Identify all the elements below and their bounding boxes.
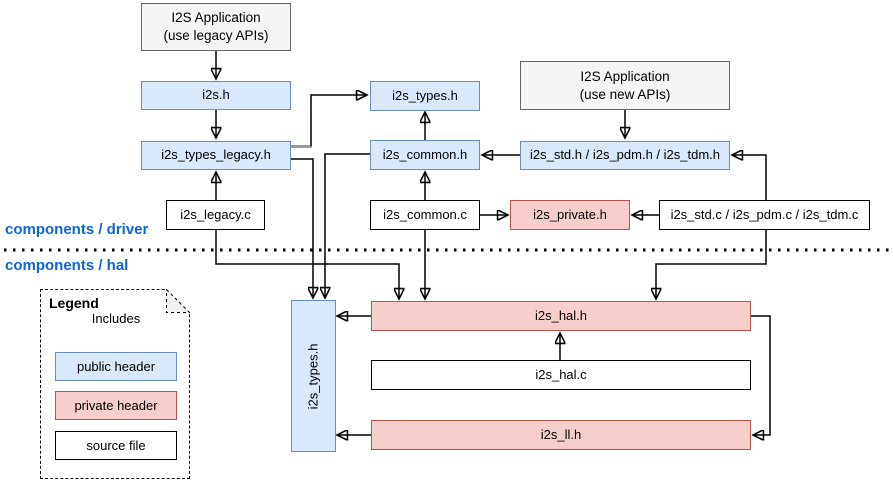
node-i2s-common-c: i2s_common.c: [370, 200, 480, 230]
edge-i2s-types-legacy-h-to-hal-i2s-types-h: [290, 158, 313, 297]
legend-item-source-file: source file: [55, 431, 177, 460]
node-i2s-common-h: i2s_common.h: [370, 140, 480, 170]
edge-i2s-common-h-to-hal-i2s-types-h: [325, 153, 370, 297]
node-i2s-types-h: i2s_types.h: [370, 81, 480, 111]
node-i2s-std-pdm-tdm-h: i2s_std.h / i2s_pdm.h / i2s_tdm.h: [520, 141, 730, 170]
hal-i2s-types-h-label: i2s_types.h: [305, 343, 321, 409]
node-i2s-hal-h: i2s_hal.h: [371, 301, 751, 331]
section-label-driver: components / driver: [5, 221, 149, 238]
node-app-new: I2S Application (use new APIs): [520, 61, 730, 110]
legend: Legend Includes public header private he…: [40, 289, 190, 479]
node-hal-i2s-types-h: i2s_types.h: [291, 300, 336, 452]
edge-i2s-types-legacy-h-to-i2s-types-h: [310, 95, 366, 146]
section-label-hal: components / hal: [5, 257, 129, 274]
edge-i2s-std-c-to-i2s-hal-h: [656, 230, 767, 298]
node-i2s-hal-c: i2s_hal.c: [371, 360, 751, 390]
edge-i2s-std-c-to-i2s-std-h: [733, 155, 767, 200]
node-i2s-types-legacy-h: i2s_types_legacy.h: [141, 141, 291, 170]
legend-includes-label: Includes: [91, 311, 141, 326]
legend-fold-corner-icon: [166, 289, 190, 313]
node-app-legacy: I2S Application (use legacy APIs): [141, 3, 291, 51]
node-i2s-legacy-c: i2s_legacy.c: [166, 200, 265, 230]
legend-title: Legend: [49, 295, 99, 311]
node-i2s-ll-h: i2s_ll.h: [371, 420, 751, 450]
edge-i2s-hal-h-to-i2s-ll-h: [751, 315, 771, 435]
edge-i2s-legacy-c-to-i2s-hal-h: [215, 230, 399, 298]
node-i2s-private-h: i2s_private.h: [510, 200, 630, 230]
node-i2s-std-pdm-tdm-c: i2s_std.c / i2s_pdm.c / i2s_tdm.c: [659, 200, 870, 230]
legend-item-public-header: public header: [55, 352, 177, 381]
node-i2s-h: i2s.h: [141, 81, 291, 110]
legend-item-private-header: private header: [55, 391, 177, 420]
